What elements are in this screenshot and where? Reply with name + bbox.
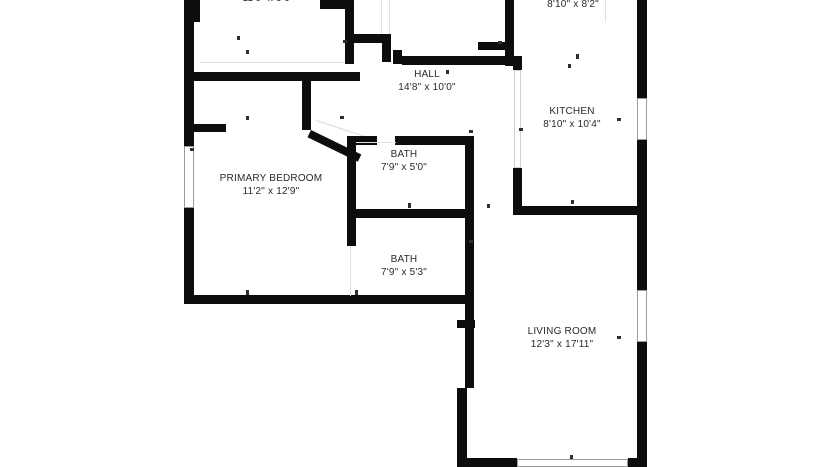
dim-tick — [576, 54, 579, 59]
dim-tick — [469, 130, 473, 133]
opening-line-hall-top — [200, 62, 345, 63]
room-name: BATH — [390, 254, 418, 265]
room-name: PRIMARY BEDROOM — [219, 173, 323, 184]
interior-wall-kitchen-left-bottom — [513, 168, 522, 214]
room-dims: 7'9" x 5'3" — [381, 267, 427, 279]
room-label-living-room: LIVING ROOM 12'3" x 17'11" — [502, 325, 622, 351]
exterior-wall-bottom-living-right — [628, 458, 647, 467]
interior-wall-closet-top-h — [351, 34, 391, 43]
opening-line-bath-lower-left — [350, 246, 351, 296]
kitchen-opening-left — [514, 70, 521, 168]
dim-tick — [617, 118, 621, 121]
dim-tick — [446, 70, 449, 74]
room-label-bedroom-top-middle: 9'1" x 8'0" — [377, 0, 497, 3]
room-dims: 8'10" x 10'4" — [543, 119, 601, 131]
room-name: BATH — [390, 149, 418, 160]
interior-wall-top-right-divider — [505, 0, 514, 66]
interior-wall-bath-left — [347, 136, 356, 244]
interior-wall-top-left-stub — [194, 0, 200, 22]
interior-wall-bath-upper-top-right — [395, 136, 474, 145]
dim-tick — [237, 36, 240, 40]
interior-wall-top-center-vertical — [345, 0, 354, 56]
dim-tick — [570, 455, 573, 459]
room-dims: 8'10" x 8'2" — [547, 0, 599, 10]
room-dims: 12'3" x 17'11" — [530, 339, 594, 351]
interior-wall-corridor-right — [465, 304, 474, 388]
dim-tick — [469, 240, 473, 243]
room-label-bath-upper: BATH 7'9" x 5'0" — [349, 148, 459, 174]
window-living-room-right — [637, 290, 647, 342]
dim-tick — [246, 290, 249, 295]
exterior-wall-left-lower — [184, 208, 194, 304]
room-label-room-top-right: 8'10" x 8'2" — [513, 0, 633, 11]
opening-line-top-center-b — [389, 0, 390, 34]
exterior-wall-living-left — [457, 388, 467, 467]
dim-tick — [519, 128, 523, 131]
dim-tick — [343, 40, 347, 43]
interior-wall-closet-vertical — [302, 72, 311, 130]
dim-tick — [617, 336, 621, 339]
exterior-wall-right-middle — [637, 140, 647, 290]
interior-wall-kitchen-bottom — [513, 206, 641, 215]
room-dims: 11'0" x 9'6" — [198, 0, 338, 5]
room-dims: 11'2" x 12'9" — [242, 186, 300, 198]
interior-wall-living-top — [457, 320, 475, 328]
exterior-wall-right-upper — [637, 0, 647, 98]
dim-tick — [487, 204, 490, 208]
room-name: LIVING ROOM — [527, 326, 597, 337]
interior-wall-hall-top-right-stub — [393, 50, 402, 64]
interior-wall-closet-stub — [194, 124, 226, 132]
opening-line-top-right-a — [605, 0, 606, 22]
interior-wall-bath-divider — [347, 209, 474, 218]
room-label-primary-bedroom: PRIMARY BEDROOM 11'2" x 12'9" — [196, 172, 346, 198]
opening-line-bath-upper — [356, 142, 396, 143]
opening-line-top-center-a — [381, 0, 382, 34]
exterior-wall-right-lower — [637, 342, 647, 467]
interior-wall-bath-upper-top — [347, 136, 377, 145]
interior-wall-hall-top-left-stub — [345, 50, 354, 64]
room-label-hall: HALL 14'8" x 10'0" — [367, 68, 487, 94]
interior-wall-bedroom-divider — [184, 72, 310, 81]
dim-tick — [568, 64, 571, 68]
room-name: HALL — [414, 69, 440, 80]
window-kitchen-right — [637, 98, 647, 140]
dim-tick — [571, 200, 574, 204]
interior-wall-bath-right — [465, 136, 474, 340]
dim-tick — [408, 203, 411, 208]
room-label-kitchen: KITCHEN 8'10" x 10'4" — [512, 105, 632, 131]
interior-wall-kitchen-left-top — [513, 56, 522, 70]
exterior-wall-bottom-left — [184, 295, 474, 304]
exterior-wall-bottom-living-left — [457, 458, 517, 467]
interior-wall-bath-lower-left — [347, 218, 356, 246]
room-label-bath-lower: BATH 7'9" x 5'3" — [349, 253, 459, 279]
interior-wall-bedroom-divider-right — [300, 72, 360, 81]
window-primary-bedroom-left — [184, 146, 194, 208]
dim-tick — [340, 116, 344, 119]
dim-tick — [246, 50, 249, 54]
room-dims: 14'8" x 10'0" — [398, 82, 456, 94]
room-dims: 9'1" x 8'0" — [377, 0, 497, 3]
interior-wall-hall-top — [402, 56, 514, 65]
dim-tick — [498, 41, 502, 44]
room-name: KITCHEN — [549, 106, 595, 117]
door-swing-line-closet — [315, 120, 366, 138]
dim-tick — [190, 148, 194, 151]
interior-wall-bath-lower-bottom — [347, 295, 474, 304]
interior-wall-top-right-stub — [478, 42, 514, 50]
room-dims: 7'9" x 5'0" — [381, 162, 427, 174]
interior-wall-closet-top-v — [382, 34, 391, 62]
sliding-door-living-bottom — [517, 459, 628, 467]
dim-tick — [355, 290, 358, 295]
dim-tick — [246, 116, 249, 120]
room-label-bedroom-top-left: 11'0" x 9'6" — [198, 0, 338, 5]
interior-wall-top-center-jog — [320, 0, 354, 9]
